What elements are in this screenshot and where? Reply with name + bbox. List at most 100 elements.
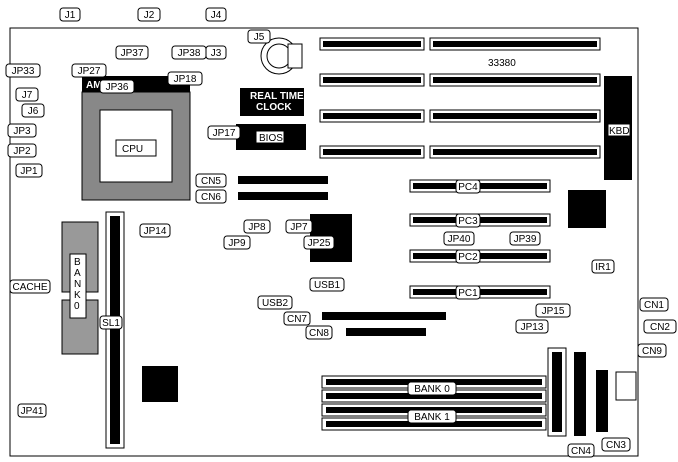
jumper-text: JP2 [13, 146, 31, 157]
jumper-label-jp17: JP17 [207, 125, 241, 140]
jumper-text: SL1 [102, 318, 120, 329]
bios-label: BIOS [259, 133, 283, 144]
jumper-label-jp15: JP15 [535, 303, 571, 318]
rtc-chip [240, 88, 304, 116]
cache-bank-0: 0 [74, 301, 80, 312]
jumper-text: J3 [211, 48, 222, 59]
jumper-label-cache: CACHE [9, 279, 51, 294]
jumper-text: JP39 [514, 234, 537, 245]
cache-bank-k: K [74, 290, 81, 301]
rtc-label-1: REAL TIME [250, 91, 304, 102]
jumper-label-jp13: JP13 [515, 319, 549, 334]
jumper-text: CN2 [650, 322, 670, 333]
jumper-text: JP14 [144, 226, 167, 237]
jumper-text: CN6 [201, 192, 221, 203]
jumper-text: CACHE [12, 282, 47, 293]
jumper-label-usb1: USB1 [309, 277, 345, 292]
jumper-text: JP8 [248, 222, 266, 233]
rtc-label-2: CLOCK [256, 102, 292, 113]
jumper-label-jp14: JP14 [139, 223, 171, 238]
chipset-3 [142, 366, 178, 402]
isa-slots [319, 37, 601, 159]
jumper-label-cn8: CN8 [305, 325, 333, 340]
jumper-label-cn7: CN7 [283, 311, 311, 326]
port-connector [615, 371, 637, 401]
jumper-label-jp40: JP40 [443, 231, 475, 246]
jumper-label-jp39: JP39 [509, 231, 541, 246]
jumper-text: PC1 [458, 288, 478, 299]
jumper-text: J7 [22, 90, 33, 101]
jumper-text: CN1 [644, 300, 664, 311]
jumper-text: JP41 [21, 406, 44, 417]
kbd-label: KBD [609, 126, 630, 137]
jumper-text: J2 [144, 10, 155, 21]
jumper-label-cn5: CN5 [195, 173, 227, 188]
jumper-label-cn9: CN9 [637, 343, 667, 358]
amd-label: AMD [86, 80, 109, 91]
jumper-label-j7: J7 [15, 87, 39, 102]
jumper-text: USB2 [262, 298, 289, 309]
cache-chips: B A N K 0 [61, 221, 99, 355]
jumper-text: JP38 [178, 48, 201, 59]
chipset-2 [568, 190, 606, 228]
jumper-text: CN7 [287, 314, 307, 325]
jumper-label-pc1: PC1 [455, 285, 481, 300]
jumper-label-jp38: JP38 [171, 45, 207, 60]
jumper-text: JP1 [20, 166, 38, 177]
jumper-text: BANK 0 [414, 384, 450, 395]
jumper-label-bank-1: BANK 1 [407, 409, 457, 424]
jumper-text: IR1 [595, 262, 611, 273]
jumper-text: JP25 [308, 238, 331, 249]
jumper-label-usb2: USB2 [257, 295, 293, 310]
jumper-text: JP33 [12, 66, 35, 77]
board-model: 33380 [488, 58, 516, 69]
jumper-label-ir1: IR1 [591, 259, 615, 274]
jumper-label-cn6: CN6 [195, 189, 227, 204]
jumper-label-jp41: JP41 [17, 403, 47, 418]
jumper-label-jp9: JP9 [223, 235, 251, 250]
jumper-label-jp3: JP3 [7, 123, 37, 138]
cpu-socket: CPU [81, 91, 191, 201]
battery [260, 37, 303, 75]
cn3-header [596, 370, 608, 432]
jumper-label-jp36: JP36 [99, 79, 135, 94]
jumper-label-j2: J2 [137, 7, 161, 22]
jumper-text: JP17 [213, 128, 236, 139]
jumper-text: PC3 [458, 216, 478, 227]
jumper-text: PC4 [458, 182, 478, 193]
jumper-label-j5: J5 [247, 29, 271, 44]
jumper-label-j3: J3 [205, 45, 227, 60]
jumper-label-j1: J1 [59, 7, 81, 22]
jumper-text: JP40 [448, 234, 471, 245]
jumper-label-bank-0: BANK 0 [407, 381, 457, 396]
jumper-label-jp8: JP8 [243, 219, 271, 234]
jumper-label-j6: J6 [21, 103, 45, 118]
jumper-text: PC2 [458, 252, 478, 263]
jumper-text: CN3 [606, 440, 626, 451]
jumper-text: JP9 [228, 238, 246, 249]
jumper-text: CN4 [571, 446, 591, 457]
jumper-label-cn3: CN3 [601, 437, 631, 452]
cache-bank-a: A [74, 268, 81, 279]
jumper-label-jp27: JP27 [71, 63, 107, 78]
jumper-label-pc2: PC2 [455, 249, 481, 264]
jumper-text: BANK 1 [414, 412, 450, 423]
cache-bank-b: B [74, 257, 81, 268]
jumper-text: JP37 [121, 48, 144, 59]
jumper-text: JP3 [13, 126, 31, 137]
jumper-label-cn4: CN4 [567, 443, 595, 458]
jumper-text: CN8 [309, 328, 329, 339]
jumper-text: JP15 [542, 306, 565, 317]
jumper-text: J5 [254, 32, 265, 43]
jumper-label-jp7: JP7 [285, 219, 313, 234]
cache-bank-n: N [74, 279, 81, 290]
jumper-text: CN5 [201, 176, 221, 187]
jumper-text: JP13 [521, 322, 544, 333]
jumper-text: JP7 [290, 222, 308, 233]
cn8-connector [346, 328, 426, 336]
jumper-text: CN9 [642, 346, 662, 357]
jumper-label-pc3: PC3 [455, 213, 481, 228]
jumper-label-jp25: JP25 [303, 235, 335, 250]
cn7-connector [322, 312, 446, 320]
jumper-label-pc4: PC4 [455, 179, 481, 194]
